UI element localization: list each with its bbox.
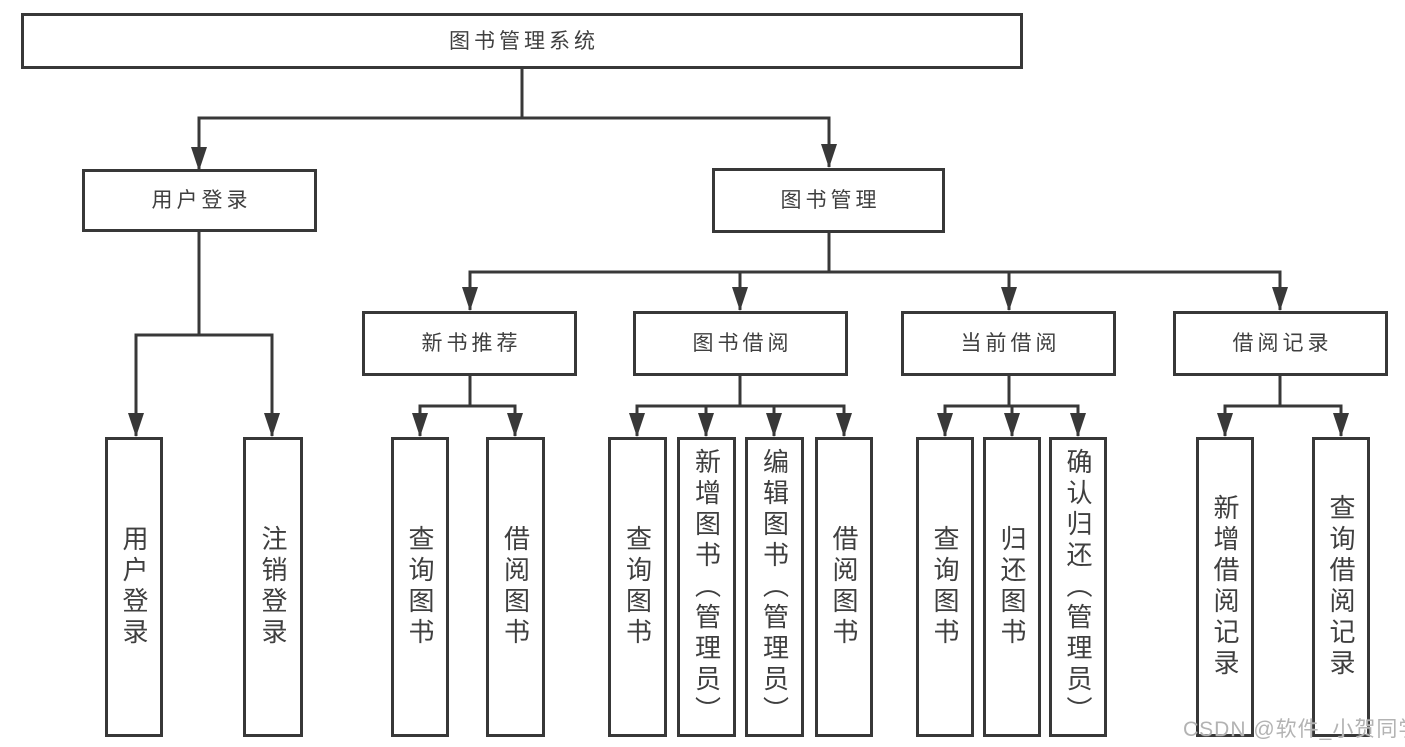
node-book-borrow-label: 图书借阅 [692, 332, 793, 355]
node-root-label: 图书管理系统 [449, 29, 599, 53]
leaf-edit-book-admin-label: 编辑图书（管理员） [759, 447, 790, 727]
csdn-watermark: CSDN @软件_小贺同学 [1183, 718, 1405, 741]
node-borrow-record: 借阅记录 [1173, 311, 1388, 376]
leaf-query-book-recommend-label: 查询图书 [405, 525, 435, 649]
leaf-query-borrow-record-label: 查询借阅记录 [1326, 494, 1356, 680]
node-new-book-recommend-label: 新书推荐 [421, 332, 522, 355]
leaf-query-book-borrow: 查询图书 [608, 437, 667, 737]
node-book-management-label: 图书管理 [780, 189, 881, 212]
leaf-confirm-return-admin-label: 确认归还（管理员） [1063, 447, 1093, 727]
node-current-borrow-label: 当前借阅 [960, 332, 1061, 355]
leaf-query-book-recommend: 查询图书 [391, 437, 449, 737]
leaf-borrow-book: 借阅图书 [815, 437, 873, 737]
node-user-login: 用户登录 [82, 169, 317, 232]
node-current-borrow: 当前借阅 [901, 311, 1116, 376]
leaf-borrow-book-recommend-label: 借阅图书 [500, 525, 531, 649]
leaf-add-borrow-record-label: 新增借阅记录 [1210, 494, 1240, 680]
leaf-edit-book-admin: 编辑图书（管理员） [745, 437, 804, 737]
leaf-return-book: 归还图书 [983, 437, 1041, 737]
leaf-add-book-admin-label: 新增图书（管理员） [691, 447, 722, 727]
leaf-query-book-current-label: 查询图书 [930, 525, 960, 649]
leaf-user-login-label: 用户登录 [119, 525, 149, 649]
leaf-borrow-book-label: 借阅图书 [829, 525, 859, 649]
leaf-add-book-admin: 新增图书（管理员） [677, 437, 736, 737]
leaf-query-borrow-record: 查询借阅记录 [1312, 437, 1370, 737]
leaf-user-login: 用户登录 [105, 437, 163, 737]
leaf-query-book-current: 查询图书 [916, 437, 974, 737]
leaf-return-book-label: 归还图书 [997, 525, 1027, 649]
leaf-add-borrow-record: 新增借阅记录 [1196, 437, 1254, 737]
leaf-logout-label: 注销登录 [258, 525, 288, 649]
leaf-query-book-borrow-label: 查询图书 [622, 525, 653, 649]
node-borrow-record-label: 借阅记录 [1232, 332, 1333, 355]
node-root: 图书管理系统 [21, 13, 1023, 69]
node-user-login-label: 用户登录 [151, 189, 252, 212]
node-new-book-recommend: 新书推荐 [362, 311, 577, 376]
node-book-management: 图书管理 [712, 168, 945, 233]
leaf-logout: 注销登录 [243, 437, 303, 737]
leaf-borrow-book-recommend: 借阅图书 [486, 437, 545, 737]
node-book-borrow: 图书借阅 [633, 311, 848, 376]
leaf-confirm-return-admin: 确认归还（管理员） [1049, 437, 1107, 737]
arrowheads [128, 144, 1349, 437]
